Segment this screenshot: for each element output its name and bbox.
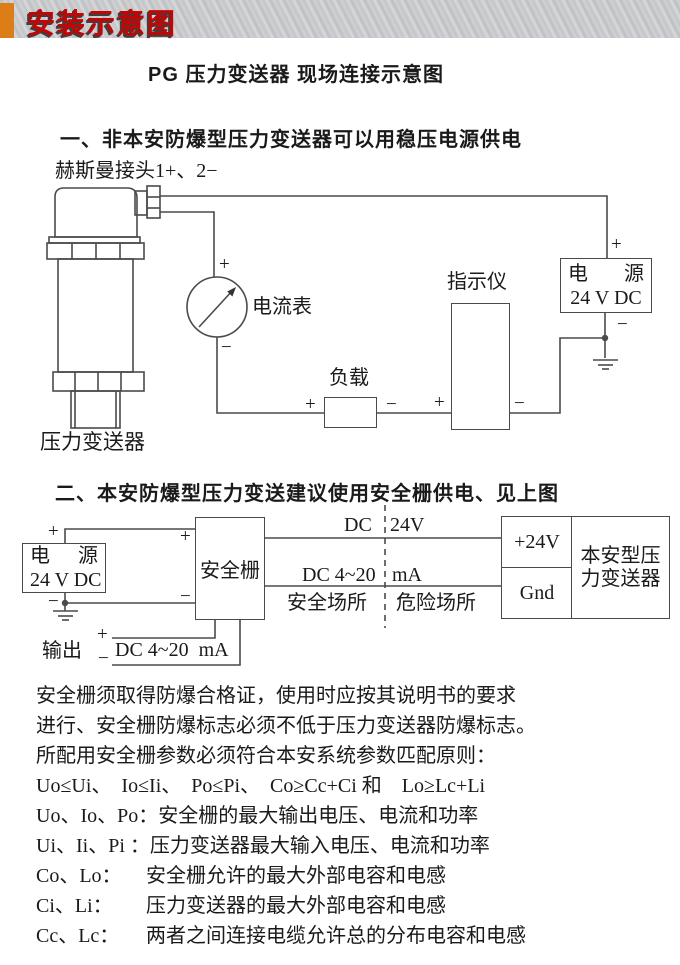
junction-dot xyxy=(601,334,609,342)
power-voltage: 24 V DC xyxy=(570,286,642,309)
load-box xyxy=(324,397,377,428)
definition-desc: 压力变送器最大输入电压、电流和功率 xyxy=(149,835,490,857)
indicator-box xyxy=(451,303,510,430)
ground-symbol-1 xyxy=(593,359,618,370)
note-line: Uo≤Ui、 Io≤Ii、 Po≤Pi、 Co≥Cc+Ci 和 Lo≥Lc+Li xyxy=(36,775,486,797)
psu2-minus: − xyxy=(48,591,59,612)
safe-area-label: 安全场所 xyxy=(287,592,367,614)
psu2-plus: + xyxy=(48,521,59,542)
note-line: 安全栅须取得防爆合格证，使用时应按其说明书的要求 xyxy=(36,685,516,707)
power-label: 电 源 xyxy=(568,262,644,285)
barrier-plus: + xyxy=(180,526,191,547)
power-label: 电 源 xyxy=(30,545,98,567)
indicator-minus: − xyxy=(514,393,525,414)
dc420-label-right: mA xyxy=(392,564,422,586)
note-line: 所配用安全栅参数必须符合本安系统参数匹配原则： xyxy=(36,745,496,767)
dc24-label-right: 24V xyxy=(390,514,425,536)
psu1-plus: + xyxy=(611,234,622,255)
ammeter-plus: + xyxy=(219,254,230,275)
psu1-minus: − xyxy=(617,314,628,335)
dc420-label-left: DC 4~20 xyxy=(302,564,376,586)
definition-term: Cc、Lc： xyxy=(36,925,120,947)
output-minus: − xyxy=(98,648,109,669)
section1-heading: 一、非本安防爆型压力变送器可以用稳压电源供电 xyxy=(60,129,522,151)
ammeter-symbol xyxy=(186,276,248,338)
definition-row: Ui、Ii、Pi ： 压力变送器最大输入电压、电流和功率 xyxy=(36,831,656,861)
terminal-plus24v: +24V xyxy=(514,530,560,553)
barrier-label: 安全栅 xyxy=(200,560,260,582)
transmitter-label: 压力变送器 xyxy=(40,430,145,454)
output-plus: + xyxy=(97,624,108,645)
definition-term: Ui、Ii、Pi ： xyxy=(36,835,150,857)
orange-accent-bar xyxy=(0,3,14,38)
terminal-box: +24V Gnd xyxy=(501,516,573,619)
definition-row: Co、Lo： 安全栅允许的最大外部电容和电感 xyxy=(36,861,656,891)
diagram-subtitle: PG 压力变送器 现场连接示意图 xyxy=(148,64,445,86)
load-minus: − xyxy=(386,394,397,415)
section2-heading: 二、本安防爆型压力变送建议使用安全栅供电、见上图 xyxy=(55,483,559,505)
power-voltage: 24 V DC xyxy=(30,569,102,591)
definition-row: Ci、Li： 压力变送器的最大外部电容和电感 xyxy=(36,891,656,921)
load-plus: + xyxy=(305,394,316,415)
note-line: 进行、安全栅防爆标志必须不低于压力变送器防爆标志。 xyxy=(36,715,536,737)
ground-symbol-2 xyxy=(53,610,78,621)
pressure-transmitter-drawing xyxy=(46,185,161,429)
safety-barrier-notes: 安全栅须取得防爆合格证，使用时应按其说明书的要求 进行、安全栅防爆标志必须不低于… xyxy=(36,681,656,951)
loop1-wires xyxy=(160,195,608,414)
junction-dot-2 xyxy=(61,599,69,607)
definition-row: Cc、Lc： 两者之间连接电缆允许总的分布电容和电感 xyxy=(36,921,656,951)
definition-term: Co、Lo： xyxy=(36,865,122,887)
definition-row: Uo、Io、Po： 安全栅的最大输出电压、电流和功率 xyxy=(36,801,656,831)
barrier-minus: − xyxy=(180,586,191,607)
page-title: 安装示意图 xyxy=(27,8,178,39)
load-label: 负载 xyxy=(329,367,369,389)
definition-term: Uo、Io、Po： xyxy=(36,805,159,827)
ammeter-minus: − xyxy=(221,337,232,358)
definition-desc: 安全栅的最大输出电压、电流和功率 xyxy=(158,805,479,827)
terminal-gnd: Gnd xyxy=(502,567,572,618)
hazard-area-label: 危险场所 xyxy=(396,592,476,614)
ia-transmitter-line1: 本安型压 xyxy=(580,544,661,567)
definition-desc: 两者之间连接电缆允许总的分布电容和电感 xyxy=(146,925,526,947)
metallic-banner: 安装示意图 xyxy=(0,0,680,39)
indicator-label: 指示仪 xyxy=(447,271,507,293)
output-label: 输出 xyxy=(42,640,82,662)
ammeter-label: 电流表 xyxy=(252,296,312,318)
ia-transmitter-line2: 力变送器 xyxy=(580,567,661,590)
safety-barrier-box: 安全栅 xyxy=(195,517,265,620)
power-supply-box-2: 电 源 24 V DC xyxy=(22,543,106,593)
definition-term: Ci、Li： xyxy=(36,895,113,917)
output-dc-label: DC 4~20 mA xyxy=(115,639,229,661)
definition-desc: 压力变送器的最大外部电容和电感 xyxy=(146,895,446,917)
definition-desc: 安全栅允许的最大外部电容和电感 xyxy=(146,865,446,887)
connector-label: 赫斯曼接头1+、2− xyxy=(55,160,218,182)
dc24-label-left: DC xyxy=(344,514,372,536)
power-supply-box-1: 电 源 24 V DC xyxy=(560,258,652,313)
loop2-wires xyxy=(64,528,501,666)
ia-transmitter-box: 本安型压 力变送器 xyxy=(571,516,670,619)
indicator-plus: + xyxy=(434,392,445,413)
